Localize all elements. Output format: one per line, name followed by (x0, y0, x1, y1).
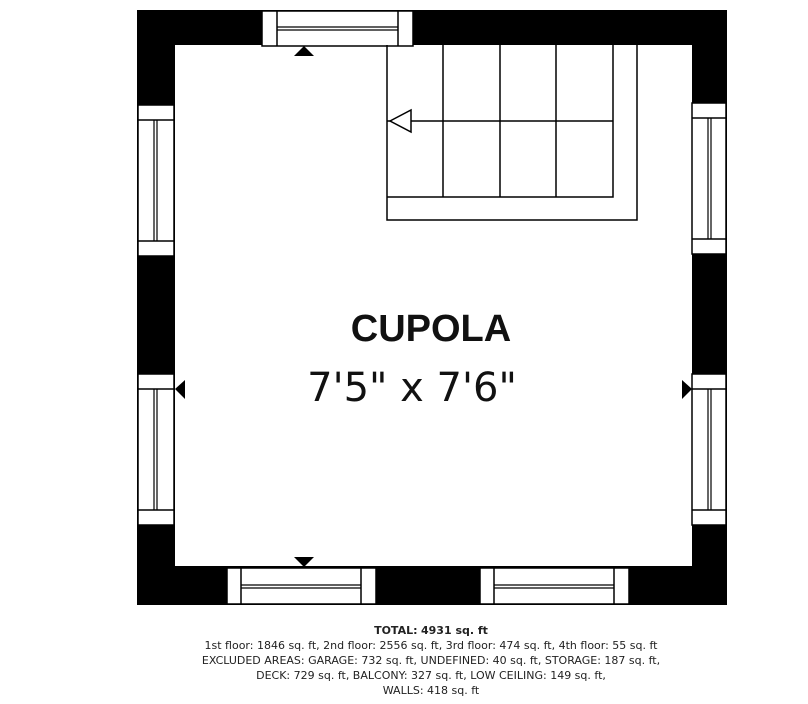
window-left-upper (137, 104, 175, 257)
room-name: CUPOLA (350, 308, 512, 350)
total-value: 4931 sq. ft (421, 624, 488, 637)
dimension-marker-left-icon (175, 380, 185, 399)
excluded-areas-line-2: DECK: 729 sq. ft, BALCONY: 327 sq. ft, L… (256, 669, 606, 682)
floors-line: 1st floor: 1846 sq. ft, 2nd floor: 2556 … (204, 639, 658, 652)
room-floor (175, 45, 692, 566)
total-label: TOTAL: (374, 624, 418, 637)
window-right-upper (691, 102, 727, 255)
window-left-lower (137, 373, 175, 526)
window-bottom-right (479, 567, 630, 605)
dimension-marker-right-icon (682, 380, 692, 399)
dimension-marker-top-icon (294, 46, 314, 56)
staircase (386, 45, 638, 221)
window-bottom-left (226, 567, 377, 605)
stair-direction-arrow-icon (388, 108, 412, 134)
dimension-marker-bottom-icon (294, 557, 314, 567)
excluded-areas-line-1: EXCLUDED AREAS: GARAGE: 732 sq. ft, UNDE… (201, 654, 661, 667)
window-right-lower (691, 373, 727, 526)
walls-line: WALLS: 418 sq. ft (382, 684, 480, 697)
total-line: TOTAL: 4931 sq. ft (0, 623, 808, 638)
area-summary: TOTAL: 4931 sq. ft 1st floor: 1846 sq. f… (0, 623, 808, 698)
room-dimensions: 7'5" x 7'6" (307, 365, 517, 411)
window-top (261, 10, 414, 47)
